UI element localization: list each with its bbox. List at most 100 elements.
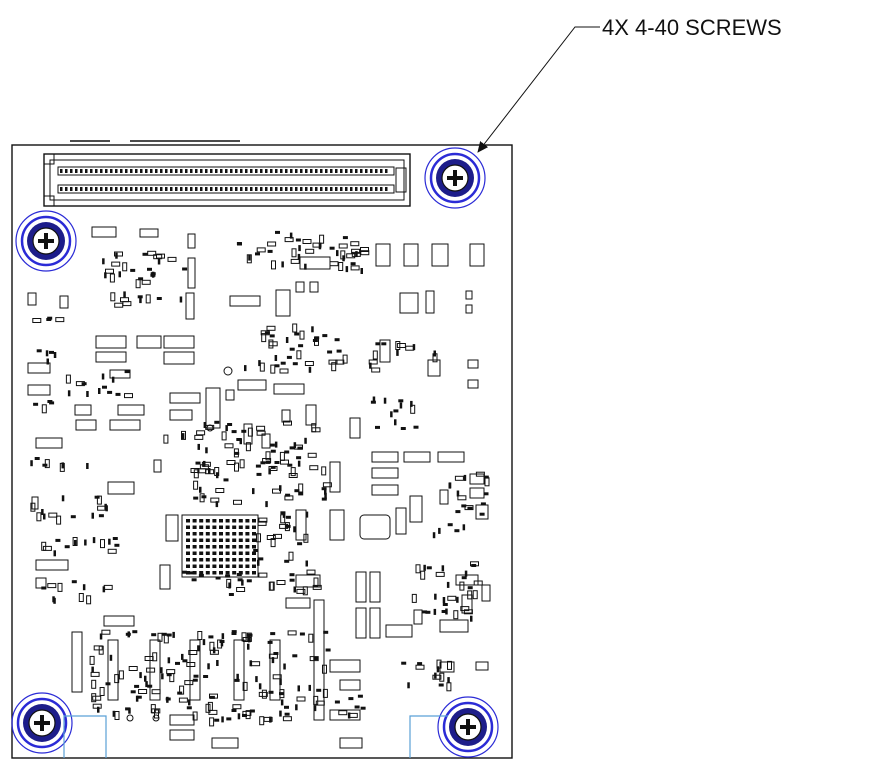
smd-footprint: [258, 517, 268, 523]
smd-pad: [304, 437, 307, 444]
connector-pin: [330, 169, 333, 173]
ic-pad: [199, 571, 204, 575]
smd-footprint: [395, 341, 401, 350]
smd-pad: [413, 425, 419, 429]
phillips-screw-icon: [437, 696, 499, 758]
smd-footprint: [194, 434, 204, 440]
screw-callout: 4X 4-40 SCREWS: [477, 15, 782, 153]
ic-pad: [205, 551, 210, 555]
smd-pad: [289, 578, 295, 582]
smd-footprint: [436, 659, 442, 669]
smd-footprint: [150, 704, 156, 714]
ic-pad: [232, 558, 237, 562]
smd-pad: [226, 717, 232, 721]
smd-pad: [234, 678, 240, 682]
ic-pad: [252, 538, 256, 542]
ic-pad: [252, 558, 256, 562]
ic-pad: [232, 571, 237, 575]
smd-pad: [436, 666, 440, 673]
smd-footprint: [338, 262, 344, 271]
smd-pad: [297, 685, 300, 692]
smd-pad: [130, 690, 136, 694]
smd-pad: [360, 268, 363, 274]
smd-pad: [269, 716, 272, 723]
smd-pad: [268, 690, 274, 694]
smd-footprint: [415, 664, 425, 670]
connector-pin: [145, 187, 148, 191]
smd-pad: [350, 262, 356, 266]
ic-pad: [225, 538, 230, 542]
ic-pad: [232, 532, 237, 536]
ic-pad: [245, 551, 250, 555]
smd-pad: [454, 529, 460, 533]
connector-pin: [130, 187, 133, 191]
ic-pad: [192, 564, 197, 568]
ic-pad: [186, 571, 190, 575]
smd-footprint: [296, 350, 302, 360]
smd-pad: [111, 376, 115, 383]
smd-footprint: [268, 653, 278, 659]
connector-pin: [260, 169, 263, 173]
connector-pin: [175, 187, 178, 191]
connector-pin: [255, 169, 258, 173]
connector-pin: [280, 187, 283, 191]
smd-footprint: [279, 451, 285, 461]
smd-footprint: [145, 294, 151, 304]
smd-footprint: [251, 661, 261, 667]
smd-footprint: [268, 466, 278, 471]
smd-footprint: [288, 551, 294, 561]
smd-footprint: [107, 548, 117, 554]
ic-pad: [199, 551, 204, 555]
connector-pin: [205, 187, 208, 191]
smd-pad: [313, 657, 319, 660]
connector-pin: [250, 187, 253, 191]
ic-pad: [212, 525, 217, 529]
smd-footprint: [435, 571, 445, 577]
smd-footprint: [282, 716, 292, 722]
connector-pin: [325, 169, 328, 173]
connector-pin: [165, 169, 168, 173]
smd-footprint: [305, 248, 315, 254]
smd-footprint: [269, 581, 275, 591]
smd-footprint: [484, 477, 490, 487]
smd-pad: [127, 631, 130, 638]
smd-pad: [270, 449, 276, 453]
smd-footprint: [167, 256, 177, 262]
smd-footprint: [447, 595, 457, 601]
smd-pad: [209, 695, 215, 699]
smd-pad: [71, 580, 77, 584]
smd-pad: [128, 707, 131, 714]
connector-pin: [345, 169, 348, 173]
ic-pad: [245, 564, 250, 568]
smd-pad: [181, 570, 187, 574]
smd-pad: [41, 586, 47, 590]
smd-pad: [203, 422, 207, 428]
connector-pin: [270, 187, 273, 191]
ic-pad: [199, 532, 204, 536]
smd-pad: [208, 635, 214, 639]
smd-pad: [286, 355, 292, 359]
smd-pad: [461, 504, 467, 508]
smd-pad: [279, 679, 282, 686]
smd-pad: [433, 608, 437, 615]
smd-pad: [241, 579, 244, 586]
smd-pad: [252, 488, 255, 495]
smd-footprint: [261, 333, 267, 343]
connector-pin: [225, 169, 228, 173]
smd-pad: [112, 710, 116, 717]
smd-pad: [236, 438, 242, 441]
smd-pad: [433, 350, 436, 357]
ic-pad: [205, 571, 210, 575]
smd-pad: [305, 560, 308, 567]
connector-pin: [130, 169, 133, 173]
screw-bottom-left: [11, 692, 73, 754]
connector-pin: [240, 187, 243, 191]
smd-pad: [205, 447, 208, 454]
smd-pad: [438, 527, 441, 534]
connector-pin: [185, 187, 188, 191]
smd-footprint: [306, 569, 316, 575]
smd-pad: [202, 639, 206, 646]
smd-footprint: [292, 323, 298, 333]
smd-pad: [130, 268, 136, 272]
connector-pin: [315, 169, 318, 173]
